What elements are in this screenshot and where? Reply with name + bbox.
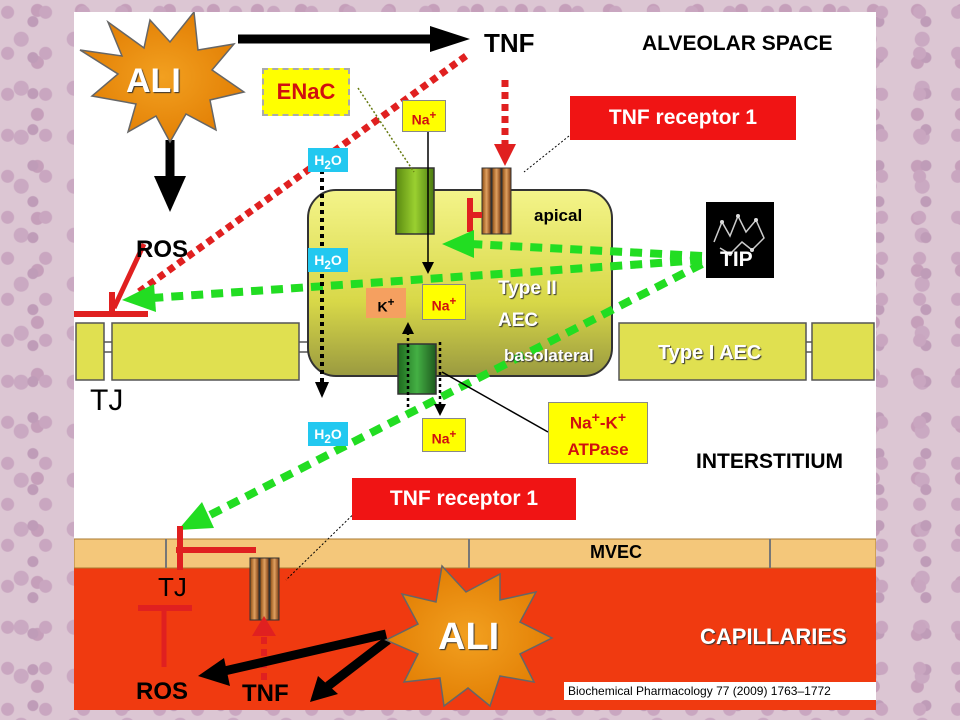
type-i-aec-segment-3	[618, 322, 807, 381]
ali-top-label: ALI	[126, 62, 181, 100]
tnf-bottom-label: TNF	[242, 680, 289, 707]
apical-label: apical	[534, 206, 583, 225]
na-k-atpase-pump	[397, 343, 437, 395]
ros-bottom-label: ROS	[136, 678, 189, 705]
ali-to-ros-arrow	[154, 176, 186, 212]
type-i-aec-segment-1	[75, 322, 105, 381]
tip-label: TIP	[720, 248, 753, 271]
na-middle-box: Na+	[422, 284, 466, 320]
tj-bottom-label: TJ	[158, 572, 187, 602]
type-ii-aec-cell	[307, 189, 613, 377]
tip-to-enac-arrow	[442, 230, 474, 258]
tip-to-tj-bottom-arrow	[178, 502, 214, 530]
ali-bottom-label: ALI	[438, 616, 500, 658]
na-outward-arrow	[434, 404, 446, 416]
ali-top-star-icon	[79, 12, 246, 144]
tip-to-tj-top-arrow	[122, 284, 156, 312]
tnf-receptor-top-box: TNF receptor 1	[570, 96, 796, 140]
ali-bottom-to-ros-arrow	[198, 658, 230, 686]
ros-top-label: ROS	[136, 236, 189, 263]
na-inward-arrow	[422, 262, 434, 274]
h2o-middle-box: H2O	[308, 248, 348, 272]
tnf-to-receptor-arrow	[494, 144, 516, 166]
na-bottom-box: Na+	[422, 418, 466, 452]
tj-top-label: TJ	[90, 384, 124, 417]
diagram-panel: ALI TNF ALVEOLAR SPACE ENaC Na+ TNF rece…	[74, 12, 876, 710]
alveolar-space-label: ALVEOLAR SPACE	[642, 32, 833, 55]
k-plus-box: K+	[366, 288, 406, 318]
basolateral-label: basolateral	[504, 346, 594, 365]
type-ii-label-line1: Type II	[498, 278, 557, 299]
tnf-bottom-to-receptor-arrow	[252, 616, 276, 636]
tnf-top-label: TNF	[484, 28, 535, 58]
tnf-receptor-bottom-box: TNF receptor 1	[352, 478, 576, 520]
diagram-canvas	[74, 12, 876, 710]
na-k-atpase-box: Na+-K+ ATPase	[548, 402, 648, 464]
interstitium-label: INTERSTITIUM	[696, 450, 843, 473]
k-inward-arrow	[402, 322, 414, 334]
enac-label: ENaC	[262, 68, 350, 116]
h2o-top-box: H2O	[308, 148, 348, 172]
h2o-bottom-box: H2O	[308, 422, 348, 446]
type-ii-label-line2: AEC	[498, 310, 539, 331]
na-top-box: Na+	[402, 100, 446, 132]
type-i-aec-label: Type I AEC	[658, 342, 762, 364]
ali-to-tnf-arrow	[430, 26, 470, 52]
tip-peptide-image: TIP	[706, 202, 774, 278]
type-i-aec-segment-4	[811, 322, 875, 381]
ali-bottom-star-icon	[384, 564, 554, 708]
h2o-flow-arrow	[315, 382, 329, 398]
tnf-receptor-top-icon	[481, 167, 512, 235]
mvec-bar	[74, 538, 876, 569]
type-i-aec-segment-2	[111, 322, 300, 381]
tnf-receptor-bottom-icon	[249, 557, 280, 621]
tnf-to-tj-dashed-line	[133, 53, 469, 297]
citation-text: Biochemical Pharmacology 77 (2009) 1763–…	[564, 682, 876, 700]
ali-bottom-to-tnf-arrow	[310, 676, 338, 702]
capillaries-label: CAPILLARIES	[700, 624, 847, 649]
mvec-label: MVEC	[590, 542, 643, 562]
